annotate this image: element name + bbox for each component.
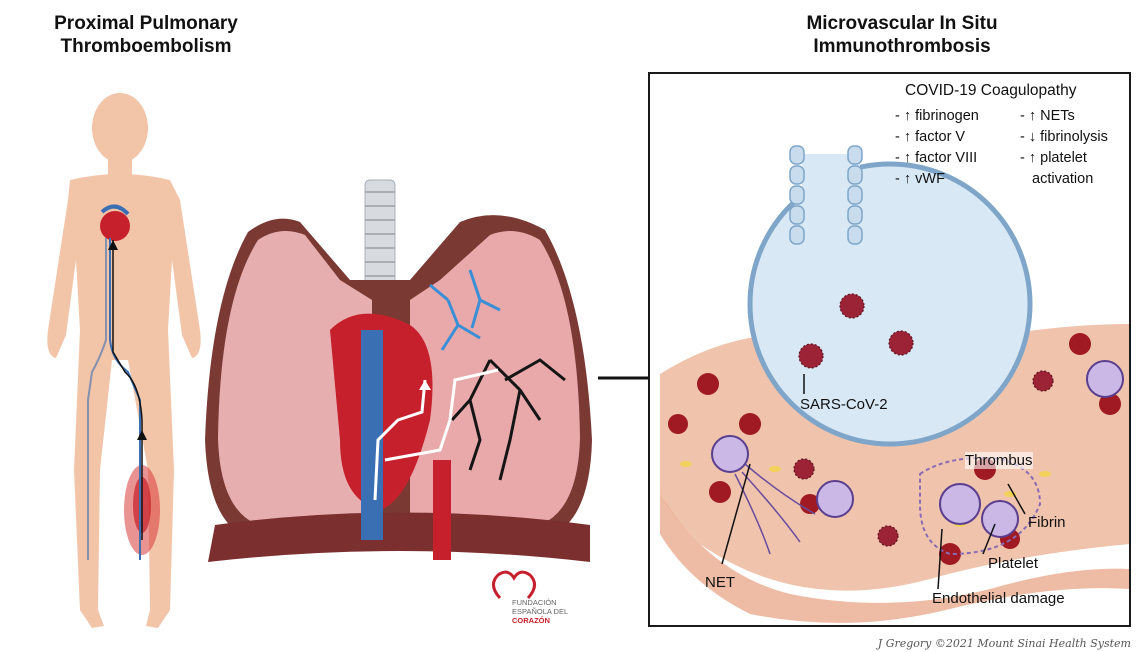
label-sars-cov-2: SARS-CoV-2 (800, 396, 888, 413)
logo-line2: ESPAÑOLA DEL (512, 607, 568, 616)
coag-item: - ↑ factor V (895, 127, 979, 148)
right-title-line2: Immunothrombosis (752, 35, 1052, 58)
coag-item: activation (1020, 169, 1108, 190)
image-credit: J Gregory ©2021 Mount Sinai Health Syste… (878, 637, 1131, 650)
label-net: NET (705, 574, 735, 591)
immunothrombosis-panel: COVID-19 Coagulopathy - ↑ fibrinogen - ↑… (648, 72, 1131, 627)
lungs-heart (205, 180, 592, 562)
label-platelet: Platelet (988, 555, 1038, 572)
right-title: Microvascular In Situ Immunothrombosis (752, 12, 1052, 58)
coag-item: - ↑ factor VIII (895, 148, 979, 169)
coag-item: - ↑ vWF (895, 169, 979, 190)
coag-item: - ↑ fibrinogen (895, 106, 979, 127)
human-figure (47, 93, 200, 628)
coagulopathy-col2: - ↑ NETs - ↓ fibrinolysis - ↑ platelet a… (1020, 106, 1108, 190)
heart-logo: FUNDACIÓN ESPAÑOLA DEL CORAZÓN (493, 572, 568, 625)
logo-line1: FUNDACIÓN (512, 598, 557, 607)
coag-item: - ↓ fibrinolysis (1020, 127, 1108, 148)
coagulopathy-col1: - ↑ fibrinogen - ↑ factor V - ↑ factor V… (895, 106, 979, 190)
label-fibrin: Fibrin (1028, 514, 1066, 531)
logo-line3: CORAZÓN (512, 616, 550, 625)
label-endothelial-damage: Endothelial damage (932, 590, 1065, 607)
left-illustrations: FUNDACIÓN ESPAÑOLA DEL CORAZÓN (0, 0, 648, 652)
coagulopathy-heading: COVID-19 Coagulopathy (905, 80, 1076, 101)
label-thrombus: Thrombus (965, 452, 1033, 469)
right-title-line1: Microvascular In Situ (752, 12, 1052, 35)
coag-item: - ↑ NETs (1020, 106, 1108, 127)
coag-item: - ↑ platelet (1020, 148, 1108, 169)
